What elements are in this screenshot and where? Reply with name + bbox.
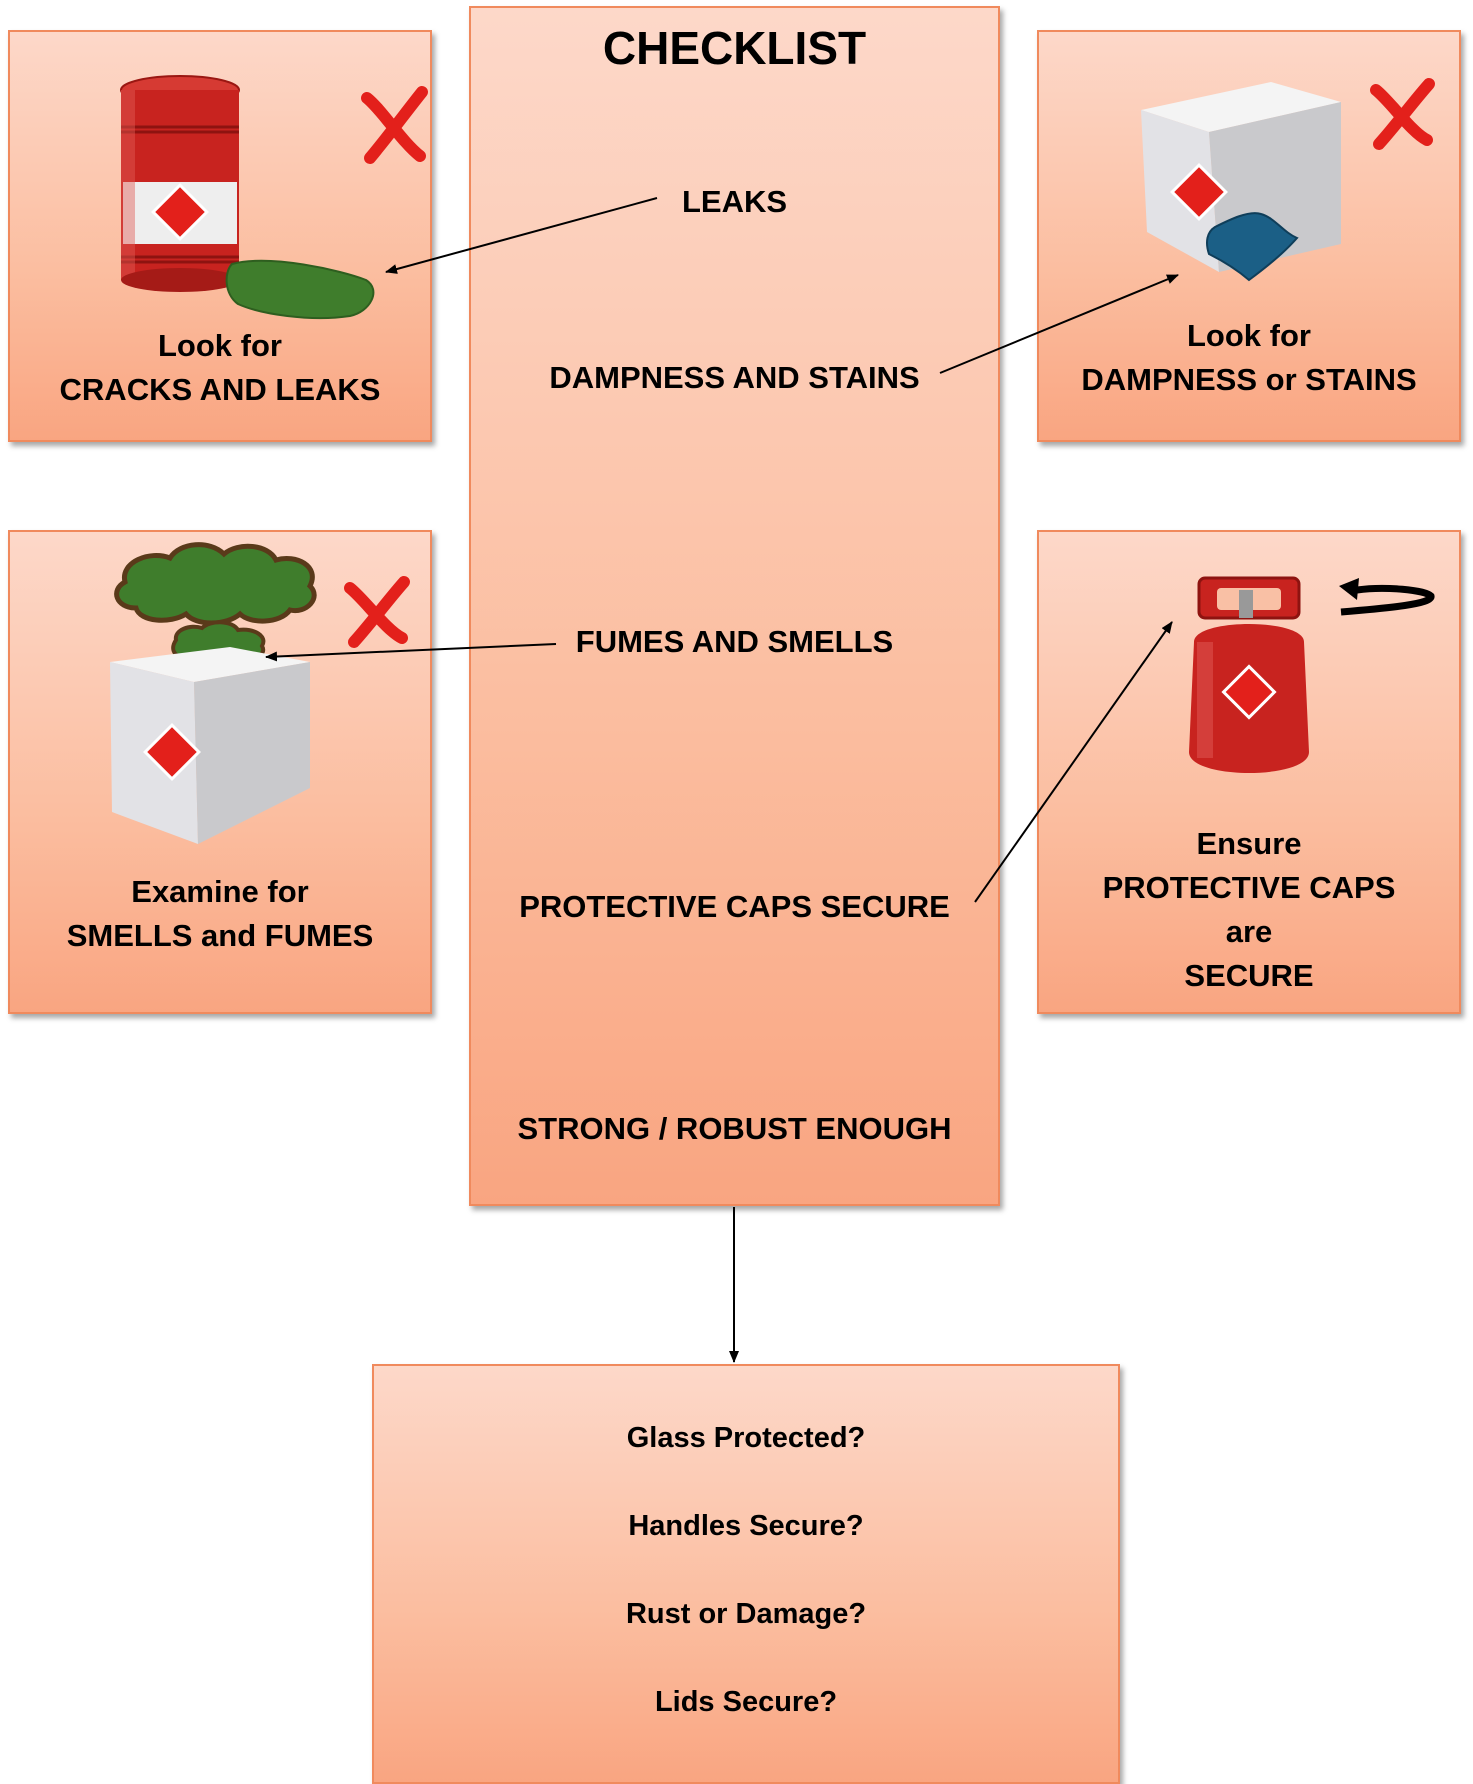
panel-dampness-stains: Look for DAMPNESS or STAINS [1037, 30, 1461, 442]
red-cross-icon [1370, 78, 1435, 150]
question-glass: Glass Protected? [626, 1422, 866, 1454]
gas-cylinder-illustration [1189, 576, 1309, 773]
panel-protective-caps-line1: Ensure [1196, 826, 1302, 861]
panel-cracks-leaks-line1: Look for [158, 328, 282, 363]
checklist-panel: CHECKLIST LEAKS DAMPNESS AND STAINS FUME… [469, 6, 1000, 1206]
panel-smells-fumes-line1: Examine for [131, 874, 309, 909]
panel-protective-caps-line3: are [1225, 914, 1273, 949]
checklist-title: CHECKLIST [602, 22, 867, 74]
panel-dampness-stains-line1: Look for [1187, 318, 1311, 353]
checklist-item-strong: STRONG / ROBUST ENOUGH [517, 1111, 952, 1146]
question-handles: Handles Secure? [628, 1510, 864, 1542]
panel-cracks-leaks: Look for CRACKS AND LEAKS [8, 30, 432, 442]
panel-protective-caps: Ensure PROTECTIVE CAPS are SECURE [1037, 530, 1461, 1014]
stained-box-illustration [1141, 82, 1341, 282]
red-cross-icon [344, 576, 410, 648]
checklist-item-fumes: FUMES AND SMELLS [575, 624, 894, 659]
panel-protective-caps-line4: SECURE [1184, 958, 1314, 993]
red-cross-icon [361, 86, 428, 164]
questions-panel: Glass Protected? Handles Secure? Rust or… [372, 1364, 1120, 1784]
checklist-item-caps: PROTECTIVE CAPS SECURE [519, 889, 950, 924]
panel-dampness-stains-line2: DAMPNESS or STAINS [1081, 362, 1417, 397]
question-lids: Lids Secure? [654, 1686, 838, 1718]
panel-protective-caps-line2: PROTECTIVE CAPS [1102, 870, 1396, 905]
fuming-box-illustration [110, 542, 317, 844]
panel-cracks-leaks-line2: CRACKS AND LEAKS [59, 372, 381, 407]
rotate-arrow-icon [1339, 578, 1435, 616]
panel-smells-fumes: Examine for SMELLS and FUMES [8, 530, 432, 1014]
panel-smells-fumes-line2: SMELLS and FUMES [66, 918, 374, 953]
checklist-item-leaks: LEAKS [681, 184, 788, 219]
checklist-item-dampness: DAMPNESS AND STAINS [549, 360, 920, 395]
question-rust: Rust or Damage? [625, 1598, 867, 1630]
leaking-drum-illustration [120, 75, 375, 320]
